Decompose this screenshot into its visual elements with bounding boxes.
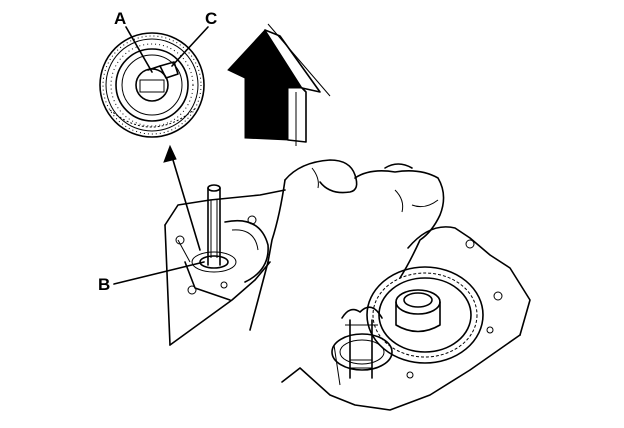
transmission-case-right [281, 226, 531, 411]
callout-b-label: B [98, 275, 110, 294]
callout-a-label: A [114, 9, 126, 28]
detail-inset-bearing [99, 32, 205, 138]
ring-gear [366, 266, 484, 364]
callout-c-label: C [205, 9, 217, 28]
transmission-case-left [164, 189, 286, 346]
countershaft-gear [331, 306, 393, 386]
callout-a: A [114, 9, 153, 73]
callout-c-leader [171, 26, 209, 67]
technician-hand [249, 159, 445, 331]
callout-c: C [171, 9, 217, 67]
lift-direction-arrow [227, 23, 331, 146]
detail-pointer-arrow [163, 144, 201, 251]
callout-b-leader [113, 261, 205, 285]
shaft-b [191, 184, 237, 273]
callout-a-leader [125, 26, 153, 73]
differential-bearing [395, 289, 441, 333]
callout-b: B [98, 261, 205, 294]
